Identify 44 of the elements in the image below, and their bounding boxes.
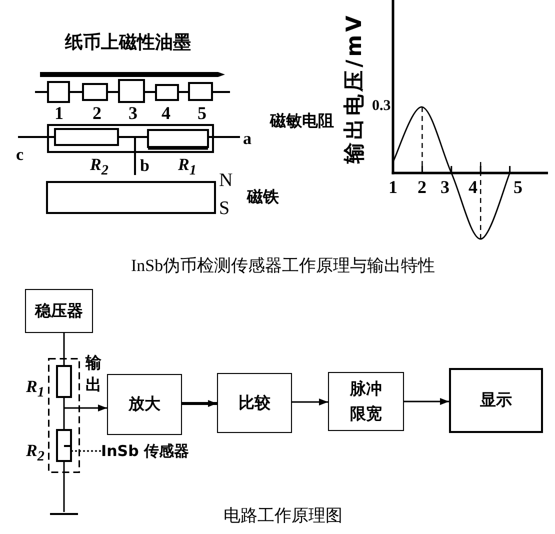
arrow <box>404 398 449 405</box>
process-box: 脉冲限宽 <box>328 372 404 431</box>
arrow <box>64 404 107 412</box>
wire <box>63 462 65 512</box>
resistor-symbol <box>56 365 72 398</box>
callout-number: 2 <box>92 103 102 124</box>
callout-number: 3 <box>128 103 138 124</box>
resistor-symbol <box>56 429 72 462</box>
wire <box>63 333 65 365</box>
part-label: 纸币上磁性油墨 <box>65 33 191 54</box>
arrow <box>292 398 328 406</box>
part-label: 磁敏电阻 <box>270 112 334 130</box>
tick-label: 4 <box>468 177 478 198</box>
terminal-label: a <box>243 129 252 149</box>
figure-caption: 电路工作原理图 <box>224 506 342 526</box>
tick-label: 5 <box>514 177 522 198</box>
component-label: R$_{1}$ <box>26 377 44 401</box>
leader-line <box>72 450 101 452</box>
wire <box>63 398 65 429</box>
tick-label: 0.3 <box>372 98 391 116</box>
terminal-label: c <box>16 145 24 165</box>
terminal-label: b <box>140 156 150 176</box>
tick-label: 2 <box>418 177 426 198</box>
dashed-enclosure <box>48 358 80 473</box>
tick-label: 1 <box>388 177 398 198</box>
callout-number: 1 <box>54 103 64 124</box>
callout-number: 5 <box>198 103 206 124</box>
ground-symbol <box>50 512 78 516</box>
process-box: 比较 <box>217 373 292 433</box>
callout-label: InSb 传感器 <box>101 441 190 461</box>
arrow <box>182 400 217 407</box>
part-label: 磁铁 <box>247 188 279 206</box>
component-label: R$_{1}$ <box>178 155 196 179</box>
axis-title: 输出电压/mV <box>342 12 366 164</box>
process-box: 稳压器 <box>25 289 93 333</box>
process-box: 放大 <box>107 374 182 435</box>
component-label: R$_{2}$ <box>26 441 44 465</box>
figure-caption: InSb伪币检测传感器工作原理与输出特性 <box>131 256 436 276</box>
component-label: R$_{2}$ <box>90 155 108 179</box>
tick-label: 3 <box>440 177 450 198</box>
callout-number: 4 <box>162 103 170 124</box>
pole-label: N <box>219 170 233 192</box>
process-box: 显示 <box>449 368 543 433</box>
pole-label: S <box>219 198 230 220</box>
